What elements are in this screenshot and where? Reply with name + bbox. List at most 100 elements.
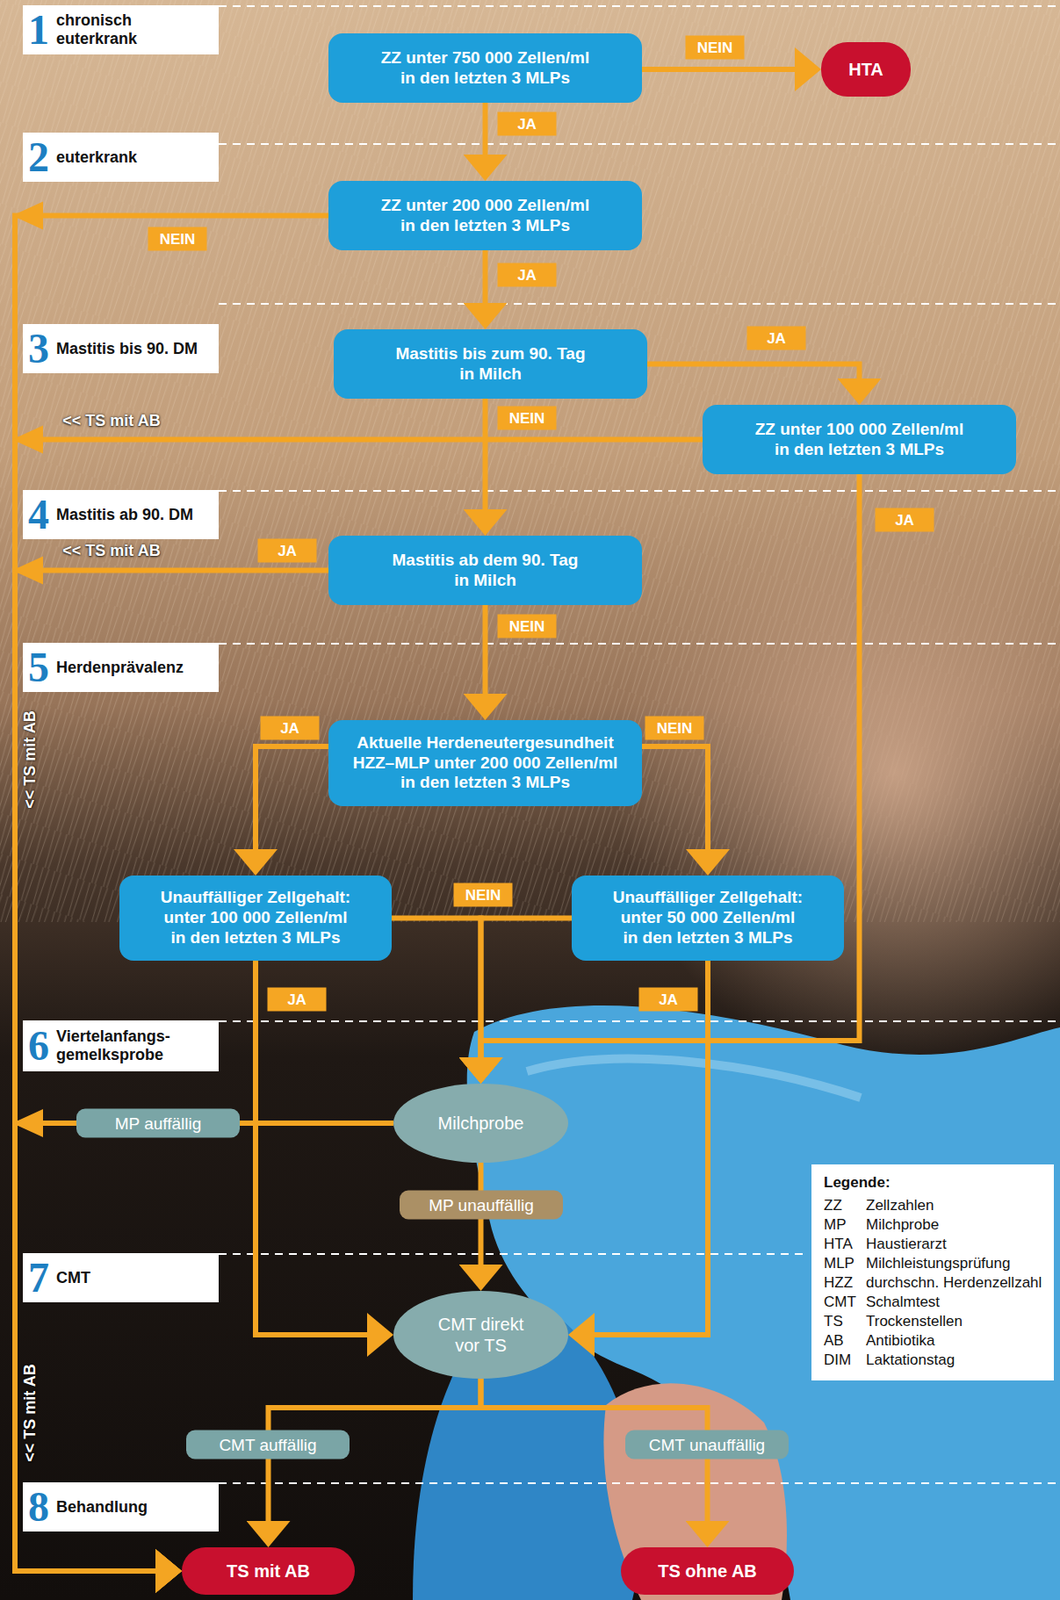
edge-label-box: NEIN (685, 36, 745, 60)
edge-label-box: << TS mit AB (62, 411, 160, 431)
flow-arrow (483, 605, 489, 712)
sample-ellipse: Milchprobe (393, 1083, 569, 1163)
legend-row: MLPMilchleistungsprüfung (823, 1254, 1042, 1274)
legend-cell: durchschn. Herdenzellzahl (865, 1273, 1042, 1293)
flow-arrow (391, 918, 482, 1076)
section-title: Behandlung (56, 1498, 148, 1517)
legend-cell: Zellzahlen (865, 1196, 1042, 1216)
edge-label-box: MP unauffällig (399, 1190, 563, 1220)
bus-label-box: << TS mit AB (21, 1363, 40, 1462)
legend-row: ZZZellzahlen (823, 1196, 1042, 1216)
legend-text: Haustierarzt (865, 1235, 947, 1253)
section-box: 7 CMT (22, 1253, 219, 1303)
legend-row: CMTSchalmtest (823, 1292, 1042, 1313)
divider-line (218, 642, 1060, 645)
divider-line (218, 143, 1060, 145)
section-title: Mastitis ab 90. DM (56, 505, 194, 525)
result-box: TS mit AB (181, 1547, 355, 1595)
process-box: Unauffälliger Zellgehalt: unter 100 000 … (119, 875, 392, 961)
legend-cell: Antibiotika (865, 1331, 1042, 1351)
edge-label: << TS mit AB (62, 411, 160, 431)
box-text: ZZ unter 100 000 Zellen/ml in den letzte… (754, 419, 964, 461)
section-number: 1 (28, 8, 50, 51)
bus-arrowhead (12, 425, 44, 455)
legend-abbreviation: HZZ (823, 1273, 866, 1293)
legend-row: TSTrockenstellen (823, 1312, 1042, 1332)
section-number: 7 (28, 1256, 50, 1299)
edge-label-box: CMT auffällig (186, 1430, 350, 1460)
flow-arrow (255, 960, 385, 1335)
flow-arrow (483, 250, 489, 321)
section-number: 4 (28, 493, 50, 536)
edge-label: CMT auffällig (186, 1430, 350, 1460)
flow-arrow (641, 746, 708, 867)
section-title: CMT (56, 1269, 91, 1288)
legend-cell: Laktationstag (865, 1350, 1042, 1371)
legend-text: Trockenstellen (865, 1312, 963, 1330)
process-box: ZZ unter 200 000 Zellen/ml in den letzte… (328, 180, 642, 251)
divider-line (218, 1020, 1060, 1023)
bus-label-box: << TS mit AB (21, 710, 40, 808)
section-number: 2 (28, 136, 50, 179)
flow-arrow (478, 1162, 484, 1283)
edge-label-box: NEIN (454, 883, 513, 908)
glove-highlight (526, 1059, 861, 1098)
edge-label-box: NEIN (497, 406, 557, 431)
legend-abbreviation: AB (823, 1331, 866, 1351)
legend-abbreviation: TS (823, 1312, 866, 1332)
divider-line (218, 1253, 807, 1255)
section-box: 5Herdenprävalenz (22, 642, 219, 693)
edge-label: NEIN (497, 406, 557, 431)
legend-abbreviation: CMT (823, 1292, 866, 1313)
section-title: Viertelanfangs- gemelksprobe (56, 1027, 171, 1064)
legend-text: Milchprobe (865, 1216, 939, 1234)
box-text: Aktuelle Herdeneutergesundheit HZZ–MLP u… (352, 733, 618, 794)
edge-label: NEIN (148, 227, 208, 252)
flow-arrow (14, 1123, 394, 1572)
edge-label: JA (258, 539, 318, 563)
legend-abbreviation: DIM (823, 1350, 866, 1371)
bus-label-box: << TS mit AB (62, 541, 160, 561)
edge-label-box: JA (639, 987, 699, 1012)
legend-text: Laktationstag (865, 1351, 955, 1369)
edge-label: JA (639, 987, 699, 1012)
section-box: 8Behandlung (22, 1482, 219, 1532)
legend-row: DIMLaktationstag (823, 1350, 1042, 1371)
legend-cell: Schalmtest (865, 1292, 1042, 1313)
edge-label: MP unauffällig (399, 1190, 563, 1220)
legend-text: Zellzahlen (865, 1197, 935, 1214)
box-text: Mastitis bis zum 90. Tag in Milch (395, 344, 586, 385)
legend-text: Antibiotika (865, 1332, 935, 1349)
flow-arrow (483, 398, 489, 527)
box-text: Milchprobe (438, 1112, 525, 1134)
section-number: 5 (28, 646, 50, 689)
legend-cell: Trockenstellen (865, 1312, 1042, 1332)
divider-line (218, 5, 1060, 8)
edge-label: JA (267, 987, 327, 1012)
flow-arrow (481, 918, 573, 1076)
edge-label: MP auffällig (76, 1109, 240, 1139)
box-text: ZZ unter 750 000 Zellen/ml in den letzte… (380, 48, 590, 89)
legend-abbreviation: MP (823, 1215, 866, 1235)
process-box: ZZ unter 100 000 Zellen/ml in den letzte… (702, 404, 1017, 475)
box-text: TS ohne AB (657, 1560, 758, 1582)
edge-label: JA (260, 716, 320, 741)
section-box: 4 Mastitis ab 90. DM (22, 490, 219, 540)
ellipse-shape (393, 1290, 569, 1379)
section-dividers (218, 6, 1060, 1484)
section-number: 3 (28, 327, 50, 370)
legend-box: Legende:ZZZellzahlenMPMilchprobeHTAHaust… (811, 1164, 1054, 1381)
edge-label: NEIN (454, 883, 513, 908)
edge-label-box: JA (260, 716, 320, 741)
legend-text: Milchleistungsprüfung (865, 1254, 1010, 1272)
bus-arrowhead (12, 201, 44, 231)
divider-line (218, 490, 1060, 492)
process-box: Mastitis ab dem 90. Tag in Milch (328, 535, 642, 606)
edge-label-box: JA (747, 326, 807, 351)
flow-arrow (14, 570, 329, 1572)
legend-row: ABAntibiotika (823, 1331, 1042, 1351)
section-box: 2euterkrank (22, 132, 219, 182)
legend-text: durchschn. Herdenzellzahl (865, 1274, 1042, 1291)
box-text: TS mit AB (226, 1560, 311, 1582)
